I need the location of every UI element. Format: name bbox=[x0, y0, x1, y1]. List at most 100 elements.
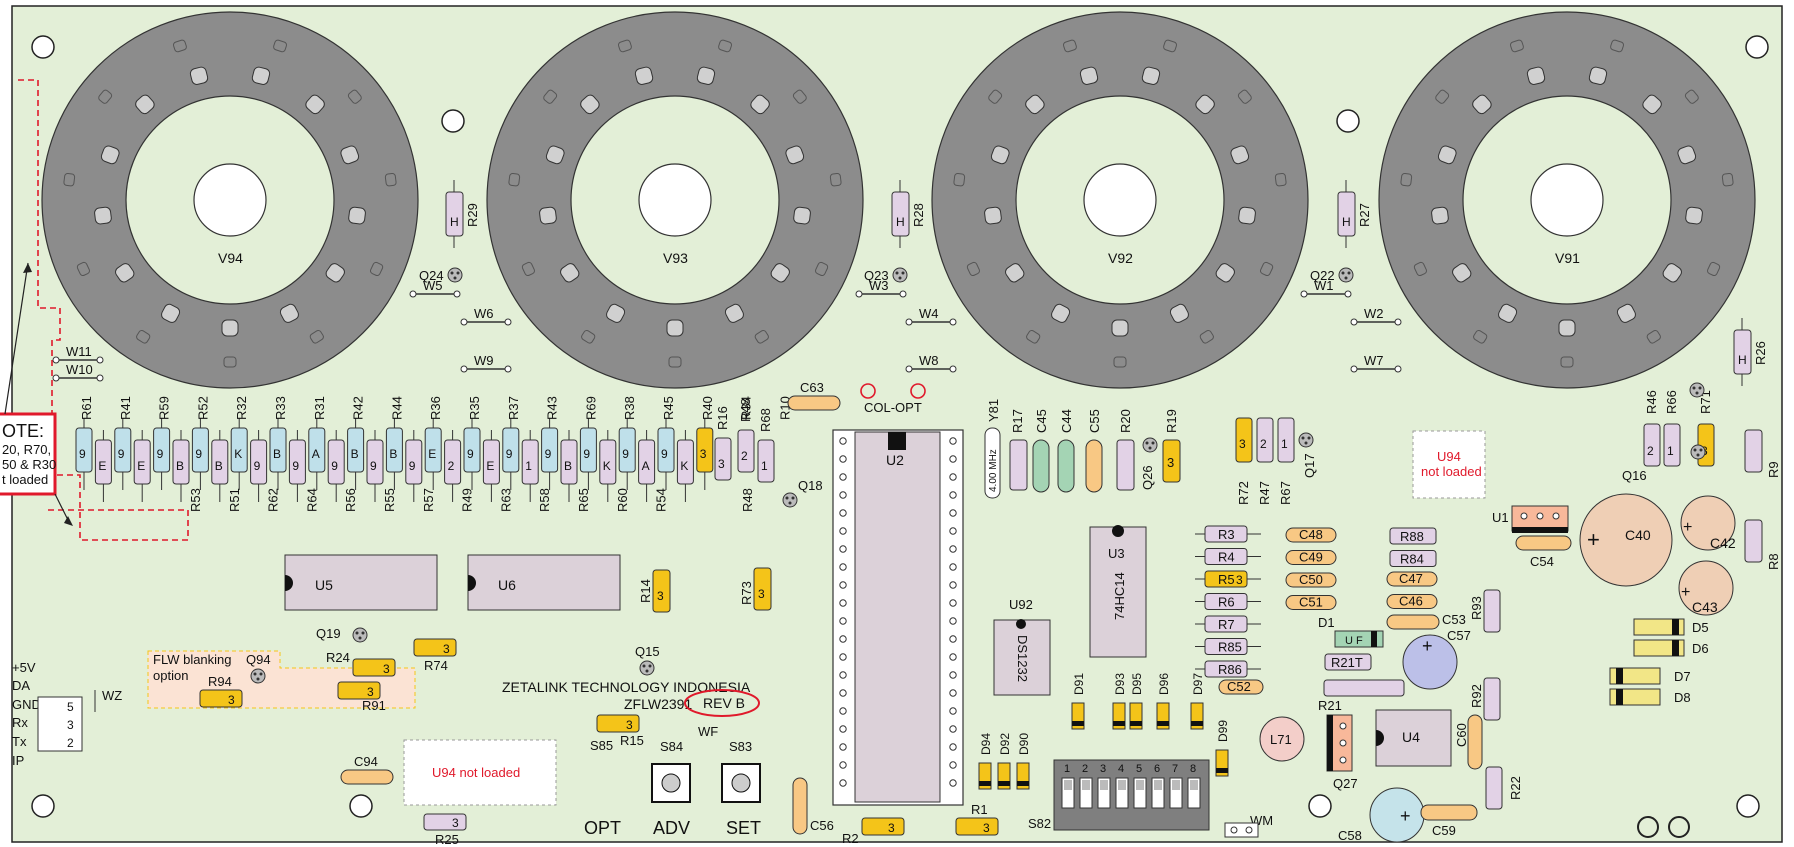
resistor-label-r3: R3 bbox=[1218, 527, 1235, 542]
resistor-r86 bbox=[1204, 660, 1248, 678]
c59-label: C59 bbox=[1432, 823, 1456, 838]
row-label-top: R45 bbox=[661, 396, 676, 420]
u92-chip: U92 DS1232 bbox=[993, 597, 1051, 696]
resistor-r7 bbox=[1204, 615, 1248, 633]
clock-section: 4.00 MHz Y81 R17 C45 C44 C55 R20 Q26 3 R… bbox=[984, 399, 1181, 499]
r21t-label: R21T bbox=[1331, 655, 1363, 670]
svg-text:1: 1 bbox=[1667, 444, 1674, 458]
row-label-bottom: R53 bbox=[188, 488, 203, 512]
bottom-center: C56 3 R2 3 R1 S82 bbox=[792, 777, 1051, 846]
lower-right-parts: L71 Q27 U4 C60 R92 R22 + C58 C59 bbox=[1259, 677, 1523, 843]
q17-transistor bbox=[1298, 432, 1314, 448]
wire-label-w3: W3 bbox=[869, 278, 889, 293]
company-name: ZETALINK TECHNOLOGY INDONESIA bbox=[502, 679, 751, 695]
svg-text:9: 9 bbox=[467, 447, 474, 461]
u6-label: U6 bbox=[498, 577, 516, 593]
resistor-label-r88: R88 bbox=[1400, 529, 1424, 544]
r14-r73: 3 R14 3 R73 bbox=[638, 567, 772, 613]
resistor-r28 bbox=[891, 191, 910, 237]
svg-text:H: H bbox=[1738, 353, 1747, 367]
resistor-label-r47: R47 bbox=[1257, 481, 1272, 505]
svg-text:+: + bbox=[1400, 806, 1411, 826]
model-number: ZFLW2391 bbox=[624, 696, 692, 712]
svg-text:B: B bbox=[176, 459, 184, 473]
r91-label: R91 bbox=[362, 698, 386, 713]
adv-switch[interactable] bbox=[651, 763, 691, 803]
ds1232-label: DS1232 bbox=[1015, 635, 1030, 682]
set-switch[interactable] bbox=[721, 763, 761, 803]
svg-text:3: 3 bbox=[452, 816, 459, 830]
resistor-label-r6: R6 bbox=[1218, 595, 1235, 610]
row-resistor bbox=[444, 439, 462, 485]
c53-label: C53 bbox=[1442, 612, 1466, 627]
svg-text:H: H bbox=[896, 215, 905, 229]
u2-chip: U2 bbox=[832, 429, 964, 806]
svg-text:9: 9 bbox=[79, 447, 86, 461]
resistor-r67 bbox=[1277, 417, 1295, 463]
svg-text:3: 3 bbox=[383, 662, 390, 676]
svg-text:5: 5 bbox=[1136, 763, 1142, 775]
silkscreen-text: Q15 ZETALINK TECHNOLOGY INDONESIA ZFLW23… bbox=[502, 644, 760, 739]
u4-label: U4 bbox=[1402, 729, 1420, 745]
c63-area: C63 COL-OPT Q18 bbox=[782, 380, 926, 508]
svg-text:4: 4 bbox=[1118, 763, 1124, 775]
c57-label: C57 bbox=[1447, 628, 1471, 643]
diode-d5 bbox=[1633, 618, 1685, 636]
l71-label: L71 bbox=[1270, 732, 1292, 747]
c94-label: C94 bbox=[354, 754, 378, 769]
resistor-r3 bbox=[1204, 525, 1248, 543]
svg-text:3: 3 bbox=[1236, 573, 1243, 587]
row-label-top: R38 bbox=[622, 396, 637, 420]
flw-line2: option bbox=[153, 668, 188, 683]
svg-text:K: K bbox=[680, 459, 688, 473]
wire-label-w5: W5 bbox=[423, 278, 443, 293]
row-resistor bbox=[541, 427, 559, 473]
row-label-top: R34 bbox=[739, 396, 754, 420]
resistor-label-r46: R46 bbox=[1644, 390, 1659, 414]
svg-text:+: + bbox=[1683, 519, 1692, 536]
row-label-top: R40 bbox=[700, 396, 715, 420]
svg-text:+: + bbox=[1422, 636, 1433, 656]
resistor-r66 bbox=[1663, 423, 1681, 467]
q18-label: Q18 bbox=[798, 478, 823, 493]
row-label-bottom: R54 bbox=[654, 488, 669, 512]
c54-label: C54 bbox=[1530, 554, 1554, 569]
resistor-label-r85: R85 bbox=[1218, 640, 1242, 655]
note-line2: 50 & R30 bbox=[2, 457, 56, 472]
resistor-r29 bbox=[445, 191, 464, 237]
row-label-bottom: R57 bbox=[421, 488, 436, 512]
u5-chip: U5 bbox=[284, 554, 438, 611]
r2-label: R2 bbox=[842, 831, 859, 846]
resistor-label-r86: R86 bbox=[1218, 662, 1242, 677]
row-resistor bbox=[191, 427, 209, 473]
row-resistor bbox=[560, 439, 578, 485]
svg-text:3: 3 bbox=[367, 685, 374, 699]
diode-label-d93: D93 bbox=[1113, 673, 1127, 695]
svg-text:1: 1 bbox=[761, 459, 768, 473]
q21-transistor bbox=[1689, 382, 1705, 398]
tube-label-v92: V92 bbox=[1108, 250, 1133, 266]
wire-label-w2: W2 bbox=[1364, 306, 1384, 321]
hdr2-label: 2 bbox=[67, 736, 74, 750]
row-resistor bbox=[172, 439, 190, 485]
resistor-r88 bbox=[1389, 527, 1437, 545]
svg-text:2: 2 bbox=[448, 459, 455, 473]
row-resistor bbox=[94, 439, 112, 485]
row-label-bottom: R55 bbox=[382, 488, 397, 512]
transistor-label-q24: Q24 bbox=[419, 268, 444, 283]
row-resistor bbox=[347, 427, 365, 473]
row-label-bottom: R49 bbox=[460, 488, 475, 512]
s83-label: S83 bbox=[729, 739, 752, 754]
c55-label: C55 bbox=[1087, 409, 1102, 433]
hdr5-label: 5 bbox=[67, 700, 74, 714]
svg-text:2: 2 bbox=[1647, 444, 1654, 458]
diode-label-d8: D8 bbox=[1674, 690, 1691, 705]
y81-label: Y81 bbox=[986, 399, 1001, 422]
u5-label: U5 bbox=[315, 577, 333, 593]
svg-text:3: 3 bbox=[626, 718, 633, 732]
resistor-r85 bbox=[1204, 638, 1248, 655]
row-label-top: R32 bbox=[234, 396, 249, 420]
wire-label-w4: W4 bbox=[919, 306, 939, 321]
